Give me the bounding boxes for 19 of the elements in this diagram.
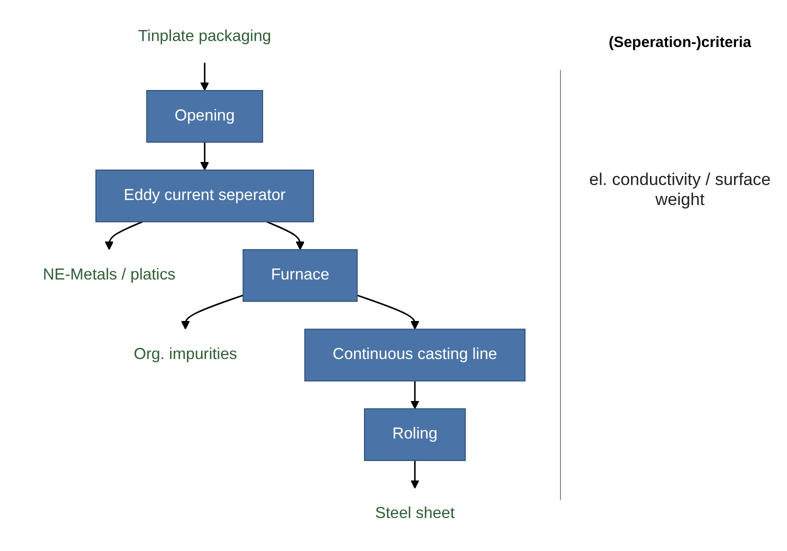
node-box: Opening <box>146 90 264 143</box>
node-text: NE-Metals / platics <box>42 266 176 284</box>
node-box: Eddy current seperator <box>95 170 314 222</box>
node-box: Continuous casting line <box>304 328 526 382</box>
arrow <box>181 294 244 330</box>
node-box: Furnace <box>242 249 358 302</box>
column-heading: (Seperation-)criteria <box>608 34 752 51</box>
arrow <box>410 380 420 410</box>
arrow <box>410 460 420 489</box>
arrow <box>266 221 305 250</box>
arrow <box>200 62 210 91</box>
node-box: Roling <box>364 408 466 461</box>
arrow <box>200 142 210 170</box>
arrow <box>104 221 143 250</box>
node-text: Org. impurities <box>134 346 238 364</box>
criteria-note: el. conductivity / surface weight <box>588 170 772 210</box>
node-text: Tinplate packaging <box>138 28 272 45</box>
node-text: Steel sheet <box>375 505 455 522</box>
arrow <box>356 294 420 330</box>
